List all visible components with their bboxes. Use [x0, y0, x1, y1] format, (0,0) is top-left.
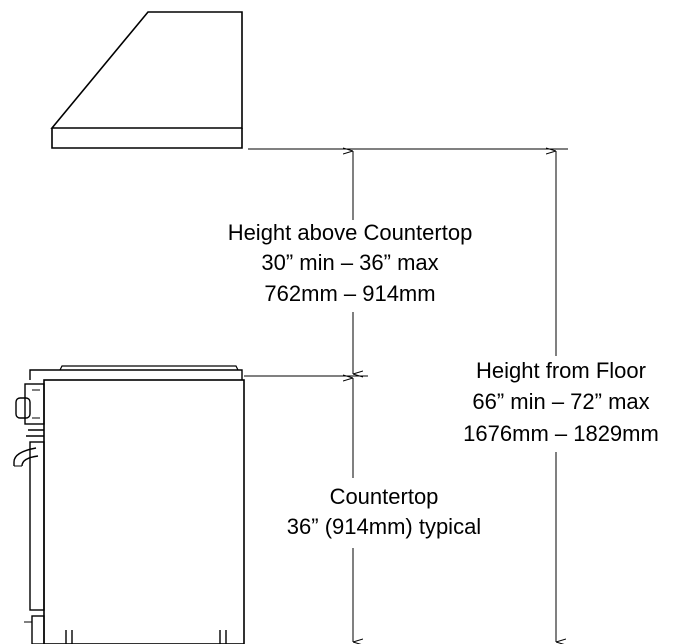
from-floor-title: Height from Floor: [476, 358, 646, 383]
from-floor-metric: 1676mm – 1829mm: [463, 421, 659, 446]
above-countertop-metric: 762mm – 914mm: [264, 281, 435, 306]
range-hood: [50, 11, 243, 149]
range-stove: [13, 365, 245, 644]
countertop-title: Countertop: [330, 484, 439, 509]
above-countertop-imperial: 30” min – 36” max: [261, 250, 438, 275]
above-countertop-title: Height above Countertop: [228, 220, 473, 245]
from-floor-imperial: 66” min – 72” max: [472, 389, 649, 414]
countertop-typical: 36” (914mm) typical: [287, 514, 481, 539]
